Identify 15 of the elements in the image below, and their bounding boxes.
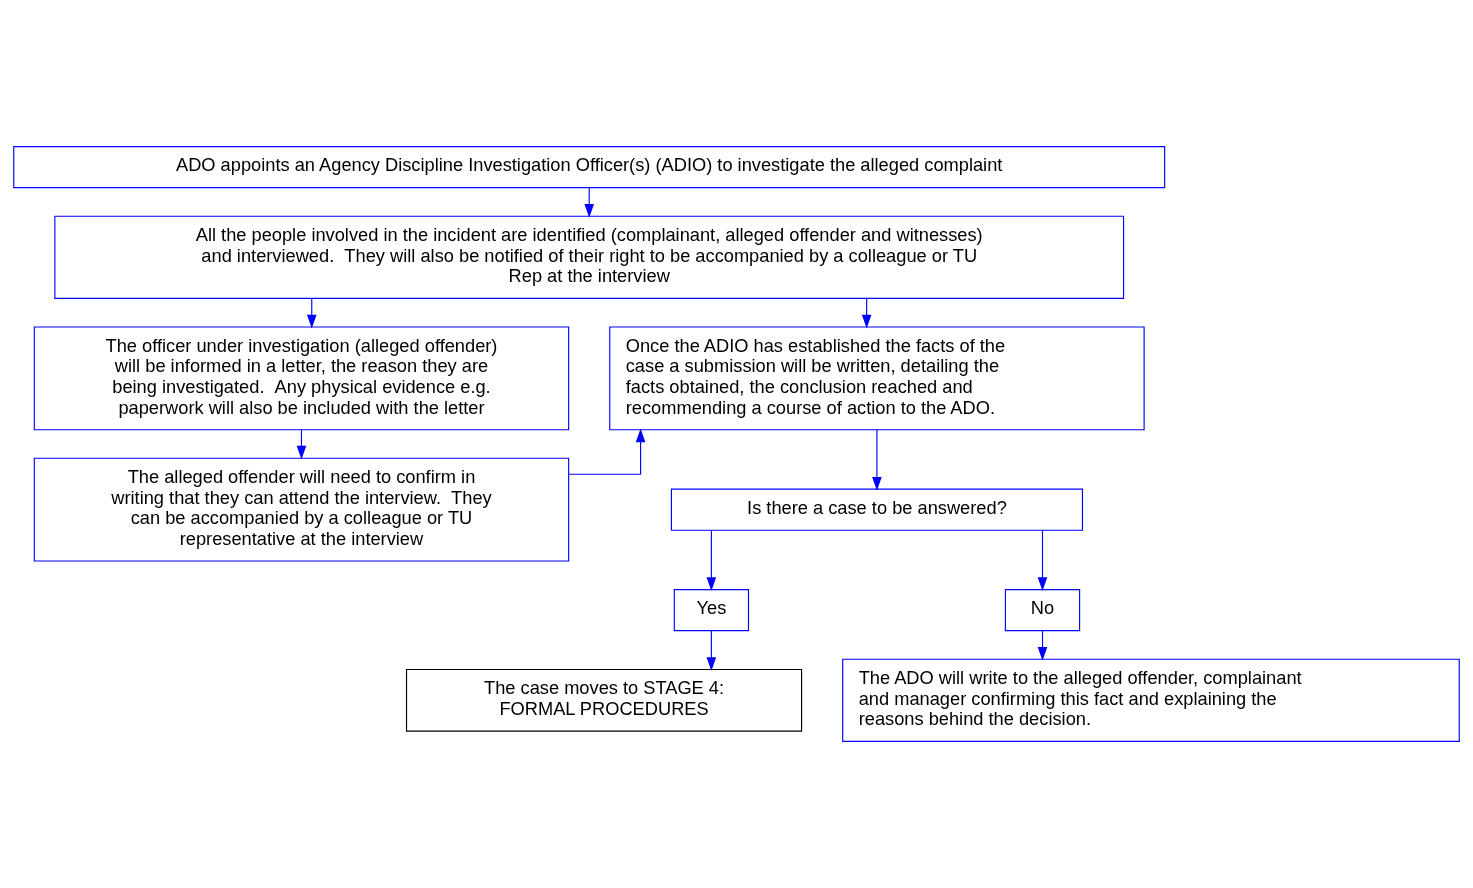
node-box: No [1004,589,1081,632]
node-box: The alleged offender will need to confirm in writing that they can attend the interview. They can be accompanied by a colleague or TU representative at the interview [33,457,570,562]
arrow [706,529,717,592]
arrow [1037,529,1048,592]
node-box: All the people involved in the incident are identified (complainant, alleged offender and witnesses) and interviewed. They will also be notified of their right to be accompanied by a colleague or TU Rep at the interview [54,215,1125,299]
arrow [568,428,646,475]
node-box: Yes [673,589,750,632]
arrow [706,630,717,671]
node-box: The ADO will write to the alleged offender, complainant and manager confirming this fact and explaining the reasons behind the decision. [842,658,1460,742]
node-box: ADO appoints an Agency Discipline Investigation Officer(s) (ADIO) to investigate the alleged complaint [13,146,1166,189]
node-box: The case moves to STAGE 4: FORMAL PROCEDURES [405,668,803,732]
arrow [872,429,882,491]
node-box: Is there a case to be answered? [670,488,1084,531]
node-box: The officer under investigation (alleged offender) will be informed in a letter, the reason they are being investigated. Any physical evidence e.g. paperwork will also be included with the letter [33,326,570,431]
node-box: Once the ADIO has established the facts of the case a submission will be written, detailing the facts obtained, the conclusion reached and recommending a course of action to the ADO. [609,326,1145,431]
